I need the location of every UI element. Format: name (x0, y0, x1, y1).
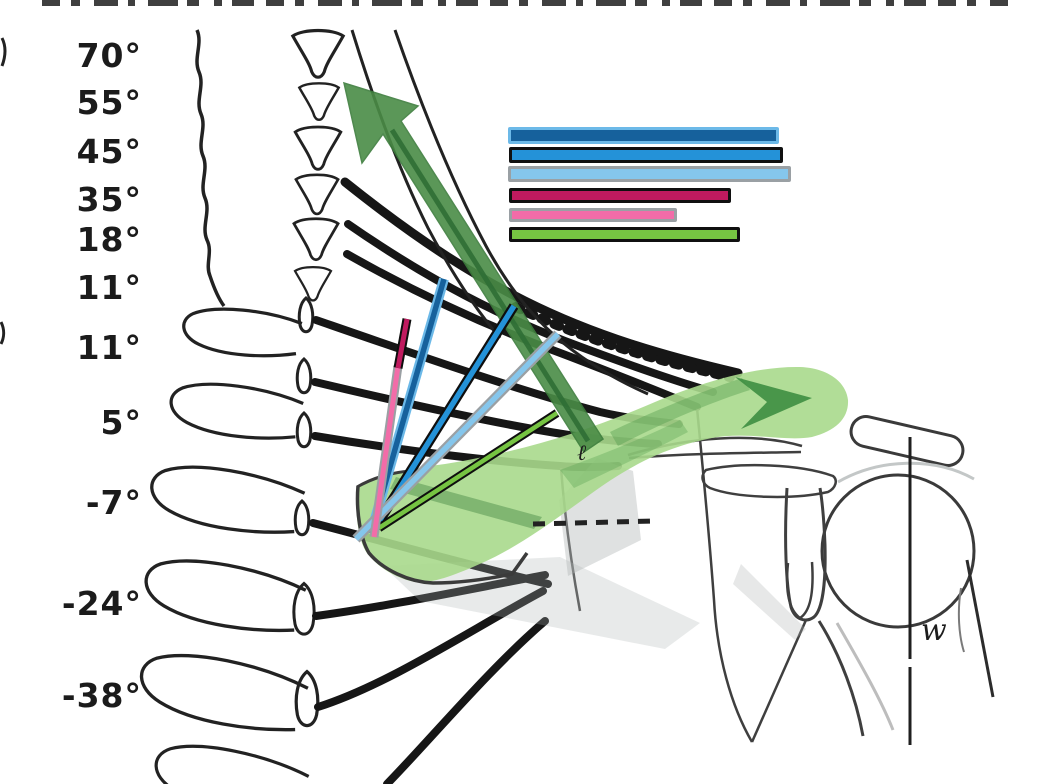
shoulder-sketch (559, 407, 995, 743)
magenta-vector (395, 318, 410, 369)
lower-vertebra-hooks (139, 307, 310, 784)
humeral-head-outline (820, 473, 976, 629)
angle-label: 11° (76, 327, 142, 367)
scapula-patch-outline (355, 485, 529, 585)
script-l-label: ℓ (577, 441, 587, 466)
scapular-spine-oval (701, 463, 837, 499)
ribbon-streak-patch (390, 477, 542, 529)
angle-label: 11° (76, 267, 142, 307)
ribbon-fill (356, 366, 849, 583)
angle-label: 18° (76, 219, 142, 259)
inner-arm-line (817, 620, 865, 737)
angle-label: -7° (85, 482, 142, 522)
legend-bar-light-blue (508, 166, 791, 182)
ribbon-arrowhead-chevron (735, 377, 812, 429)
serratus-ribbon (355, 366, 849, 585)
w-label: w (921, 613, 947, 648)
inner-arm-gray (835, 622, 895, 731)
fascicle-hatching (511, 302, 735, 382)
legend-bar-blue (509, 147, 783, 163)
legend-bar-magenta (509, 188, 731, 203)
muscle-vectors (352, 277, 562, 543)
ribbon-streak-top (610, 378, 750, 446)
edge-marks (0, 37, 7, 345)
spinous-processes (290, 28, 346, 302)
medial-border-line (695, 407, 754, 743)
angle-label: 35° (76, 179, 142, 219)
legend-bar-pink (509, 208, 677, 222)
acromion-outline (784, 487, 827, 622)
arm-contour-right (965, 559, 995, 698)
angle-label: 45° (76, 131, 142, 171)
supraspinatus-gray-arc (837, 461, 975, 484)
green-vector (377, 411, 559, 530)
clavicle-outline (849, 415, 965, 467)
legend-bar-green (509, 227, 740, 242)
arm-contour-faint (957, 587, 965, 653)
neck-curves (350, 29, 649, 396)
legend-bar-dark-blue (508, 127, 779, 144)
axillary-border-line (750, 619, 808, 743)
angle-label: 55° (76, 82, 142, 122)
angle-label: -38° (61, 675, 142, 715)
angle-label: 70° (76, 35, 142, 75)
angle-label: 5° (100, 402, 142, 442)
skin-wavy-line (195, 29, 226, 308)
ribbon-streak-mid (560, 420, 688, 488)
spine-sketch (0, 28, 346, 784)
glenoid-notch (785, 561, 814, 620)
rib-knobs (292, 296, 320, 728)
angle-label: -24° (61, 583, 142, 623)
light-blue-vector (354, 332, 560, 541)
pink-vector (371, 365, 401, 538)
